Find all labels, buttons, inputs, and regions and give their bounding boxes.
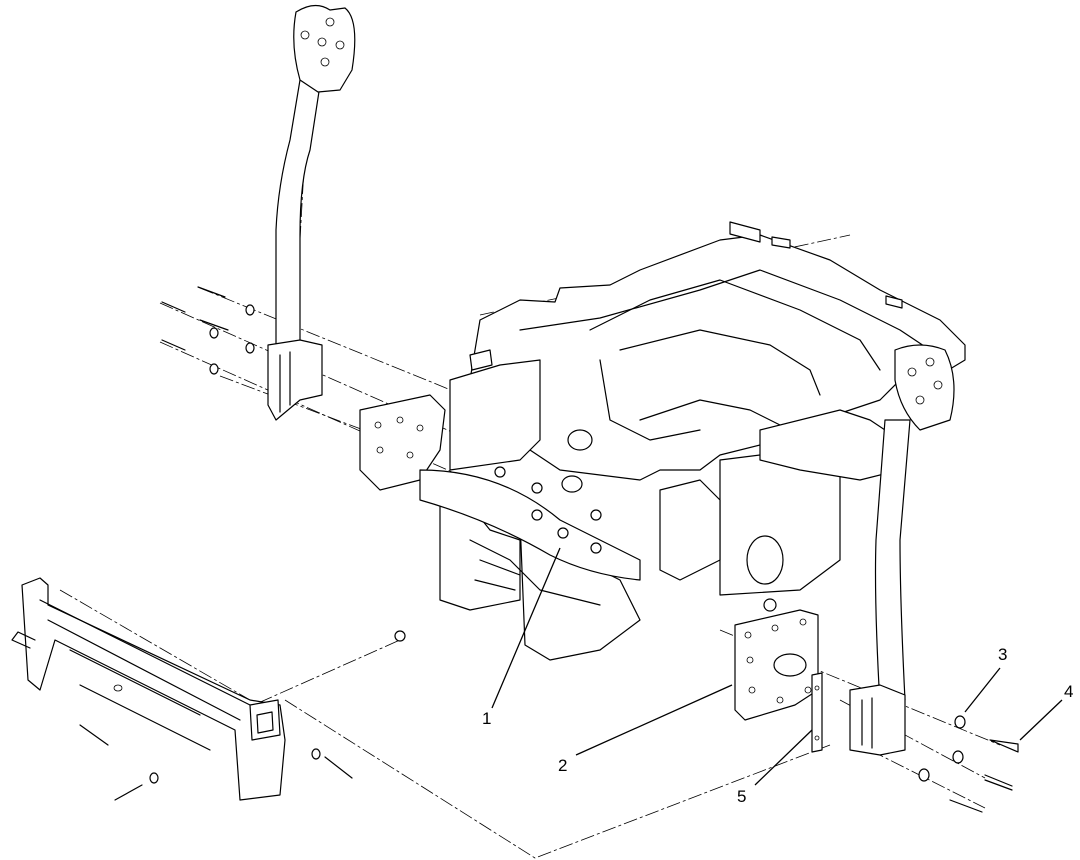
callout-5: 5 (737, 787, 746, 806)
bumper-hardware (114, 630, 406, 801)
callout-labels: 1 2 3 4 5 (482, 645, 1073, 806)
backing-strap (811, 672, 823, 753)
leader-lines (491, 547, 1063, 786)
right-roll-bar (849, 344, 955, 756)
callout-3: 3 (998, 645, 1007, 664)
callout-2: 2 (558, 756, 567, 775)
left-bolt-set (161, 286, 255, 375)
callout-4: 4 (1064, 682, 1073, 701)
callout-1: 1 (482, 709, 491, 728)
main-frame (359, 221, 966, 661)
rear-bumper (11, 577, 286, 801)
left-roll-bar (267, 4, 356, 421)
right-hardware (918, 715, 1019, 813)
rollbar-mount-plate (734, 609, 819, 721)
